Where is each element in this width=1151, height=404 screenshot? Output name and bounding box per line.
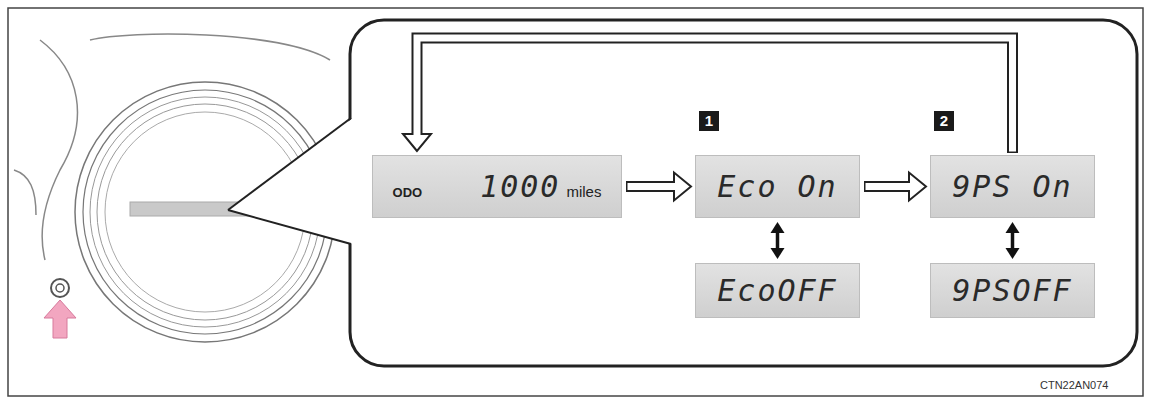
- arrow-shaft-fill: [866, 183, 913, 190]
- lcd-text: EcoOFF: [717, 273, 837, 308]
- flow-arrow: [626, 173, 691, 201]
- reset-button: [56, 284, 64, 292]
- arrow-head: [1006, 248, 1020, 259]
- lcd-content: ODO 1000 miles: [393, 169, 602, 204]
- lcd-text: 9PSOFF: [952, 273, 1072, 308]
- lcd-text: 9PS On: [952, 169, 1072, 204]
- dashboard-line: [40, 40, 77, 260]
- unit-label: miles: [566, 183, 601, 200]
- arrow-shaft-fill: [417, 38, 1013, 152]
- dashboard-line: [90, 34, 330, 60]
- reset-button: [51, 279, 69, 297]
- flow-arrow: [1006, 222, 1020, 259]
- press-arrow: [44, 300, 76, 338]
- callout-wedge-line: [228, 118, 351, 210]
- flow-arrow: [403, 38, 1013, 153]
- lcd-content: 9PSOFF: [952, 273, 1072, 308]
- lcd-display-box: Eco On: [695, 155, 860, 218]
- arrow-head: [1006, 222, 1020, 233]
- callout-wedge-line: [228, 210, 351, 244]
- odometer-value: 1000: [480, 169, 560, 204]
- lcd-content: EcoOFF: [717, 273, 837, 308]
- arrow-shaft: [1011, 232, 1015, 249]
- flow-arrow: [771, 222, 785, 259]
- arrow-shaft: [776, 232, 780, 249]
- callout-number: 1: [699, 111, 719, 131]
- arrow-shaft: [417, 38, 1013, 153]
- odo-label: ODO: [393, 185, 423, 200]
- flow-arrow: [864, 173, 926, 201]
- figure-code: CTN22AN074: [1040, 379, 1108, 391]
- lcd-text: Eco On: [717, 169, 837, 204]
- callout-panel: [350, 20, 1137, 366]
- arrow-head: [771, 222, 785, 233]
- lcd-content: 9PS On: [952, 169, 1072, 204]
- lcd-display-box: 9PSOFF: [930, 263, 1095, 318]
- callout-number: 2: [934, 111, 954, 131]
- callout-wedge: [228, 118, 353, 244]
- lcd-display-box: ODO 1000 miles: [372, 155, 622, 218]
- dashboard-line: [14, 170, 36, 215]
- arrow-shaft-fill: [628, 183, 678, 190]
- arrow-head: [771, 248, 785, 259]
- lcd-display-box: EcoOFF: [695, 263, 860, 318]
- outer-frame: [8, 8, 1143, 396]
- lcd-display-box: 9PS On: [930, 155, 1095, 218]
- lcd-content: Eco On: [717, 169, 837, 204]
